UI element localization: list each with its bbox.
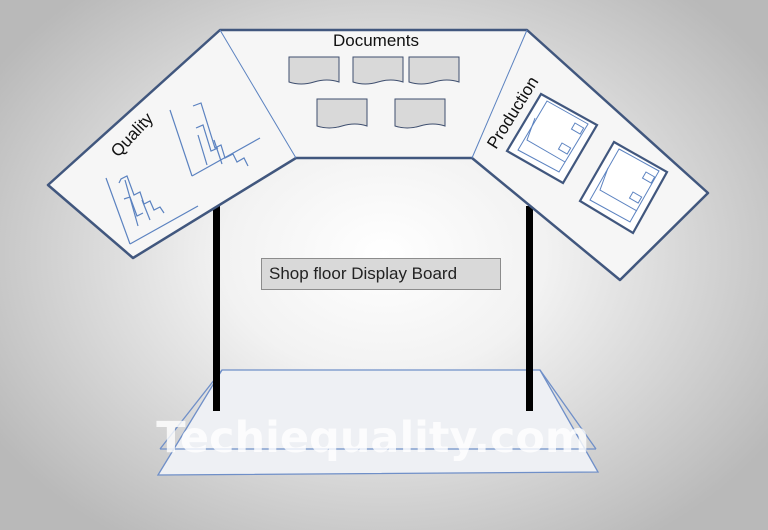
- base-platform: [156, 369, 600, 476]
- document-sheet: [352, 56, 404, 85]
- production-frame-2: [578, 140, 669, 235]
- quality-bar-chart-large: [169, 102, 261, 177]
- right-post: [526, 206, 533, 411]
- document-sheet: [316, 98, 368, 129]
- left-post: [213, 206, 220, 411]
- document-sheets: [288, 56, 460, 129]
- document-sheet: [394, 98, 446, 129]
- quality-bar-chart-small: [105, 175, 199, 245]
- board-panels: [46, 28, 710, 282]
- document-sheet: [408, 56, 460, 85]
- document-sheet: [288, 56, 340, 85]
- production-frame-1: [505, 92, 599, 185]
- watermark-text: Techiequality.com: [156, 413, 590, 463]
- documents-panel-title: Documents: [333, 31, 419, 50]
- board-label: Shop floor Display Board: [261, 258, 501, 290]
